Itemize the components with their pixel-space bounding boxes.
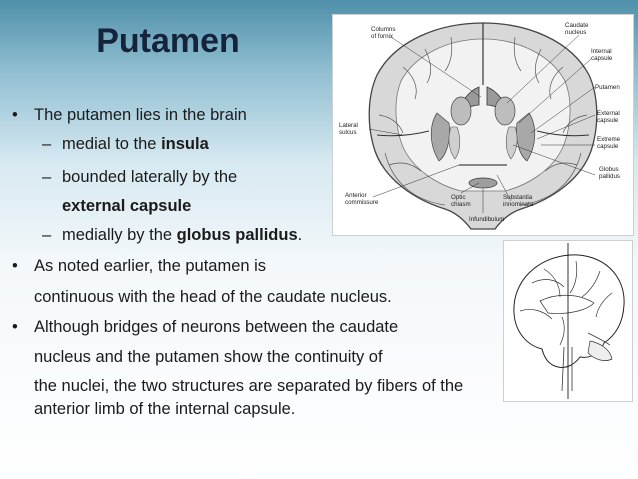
caudate-left (450, 96, 472, 126)
sagittal-folds (519, 260, 613, 346)
coronal-brain-svg: Columns of fornix Caudate nucleus Intern… (339, 22, 621, 230)
bullet-1a: – medial to the insula (12, 133, 209, 155)
label-substantia-innominata-2: innominata (503, 201, 534, 208)
label-lateral-sulcus: Lateral (339, 122, 358, 129)
bullet-3-text-cont: the nuclei, the two structures are separ… (34, 377, 464, 395)
temporal-lobe-left (384, 152, 446, 206)
label-infundibulum: Infundibulum (469, 216, 504, 223)
bullet-1-text: The putamen lies in the brain (34, 106, 247, 124)
optic-chiasm (468, 177, 498, 189)
external-capsule-term: external capsule (62, 197, 192, 215)
label-extreme-capsule-2: capsule (597, 143, 619, 150)
label-extreme-capsule: Extreme (597, 136, 621, 143)
bullet-dot: • (12, 257, 18, 275)
bullet-1c-text: medially by the (62, 226, 177, 244)
label-internal-capsule-2: capsule (591, 55, 613, 62)
brainstem (561, 346, 573, 392)
label-caudate: Caudate (565, 22, 589, 29)
bullet-1c-period: . (297, 226, 303, 244)
sagittal-brain-figure (503, 240, 633, 402)
globus-pallidus-term: globus pallidus (176, 226, 298, 244)
label-anterior-commissure-2: commissure (345, 199, 379, 206)
coronal-brain-section-figure: Columns of fornix Caudate nucleus Intern… (332, 14, 634, 236)
label-globus-pallidus-2: pallidus (599, 173, 620, 180)
lateral-sulcus-right (536, 130, 590, 137)
bullet-dot: • (12, 318, 18, 336)
bullet-3: • Although bridges of neurons between th… (12, 316, 398, 338)
label-internal-capsule: Internal (591, 48, 612, 55)
temporal-lobe-right (520, 152, 582, 206)
bullet-2-text-cont: continuous with the head of the caudate … (34, 288, 392, 306)
lateral-sulcus-left (376, 130, 430, 137)
label-substantia-innominata: Substantia (503, 194, 533, 201)
label-columns-of-fornix-2: of fornix (371, 33, 394, 40)
label-columns-of-fornix: Columns (371, 26, 395, 33)
bullet-3-text: Although bridges of neurons between the … (34, 318, 399, 336)
label-optic-chiasm-2: chiasm (451, 201, 471, 208)
bullet-3-text-cont: nucleus and the putamen show the continu… (34, 348, 383, 366)
globus-pallidus-right (505, 126, 518, 160)
cerebellum (587, 340, 613, 361)
bullet-1b: – bounded laterally by the (12, 166, 237, 188)
label-lateral-sulcus-2: sulcus (339, 129, 357, 136)
slide-title: Putamen (96, 22, 240, 60)
bullet-2-text: As noted earlier, the putamen is (34, 257, 267, 275)
bullet-3-text-cont: anterior limb of the internal capsule. (34, 400, 296, 418)
bullet-dot: • (12, 106, 18, 124)
dash-marker: – (42, 135, 52, 153)
bullet-1b-text: bounded laterally by the (62, 168, 238, 186)
bullet-1b-cont: external capsule (12, 195, 191, 217)
bullet-2-cont: continuous with the head of the caudate … (12, 286, 392, 308)
leader-lines (368, 34, 596, 213)
label-caudate-2: nucleus (565, 29, 586, 36)
globus-pallidus-left (448, 126, 461, 160)
bullet-1c: – medially by the globus pallidus. (12, 224, 302, 246)
bullet-2: • As noted earlier, the putamen is (12, 255, 266, 277)
sagittal-brain-svg (513, 243, 625, 399)
bullet-3-cont-2: the nuclei, the two structures are separ… (12, 375, 463, 397)
label-putamen: Putamen (595, 84, 620, 91)
caudate-right (494, 96, 516, 126)
label-external-capsule: External (597, 110, 620, 117)
label-optic-chiasm: Optic (451, 194, 465, 201)
gyral-folds (378, 36, 588, 172)
dash-marker: – (42, 226, 52, 244)
bullet-1a-text: medial to the (62, 135, 162, 153)
dash-marker: – (42, 168, 52, 186)
label-external-capsule-2: capsule (597, 117, 619, 124)
insula-term: insula (161, 135, 209, 153)
label-globus-pallidus: Globus (599, 166, 619, 173)
bullet-3-cont-3: anterior limb of the internal capsule. (12, 398, 295, 420)
bullet-1: • The putamen lies in the brain (12, 104, 247, 126)
bullet-3-cont-1: nucleus and the putamen show the continu… (12, 346, 383, 368)
label-anterior-commissure: Anterior (345, 192, 367, 199)
